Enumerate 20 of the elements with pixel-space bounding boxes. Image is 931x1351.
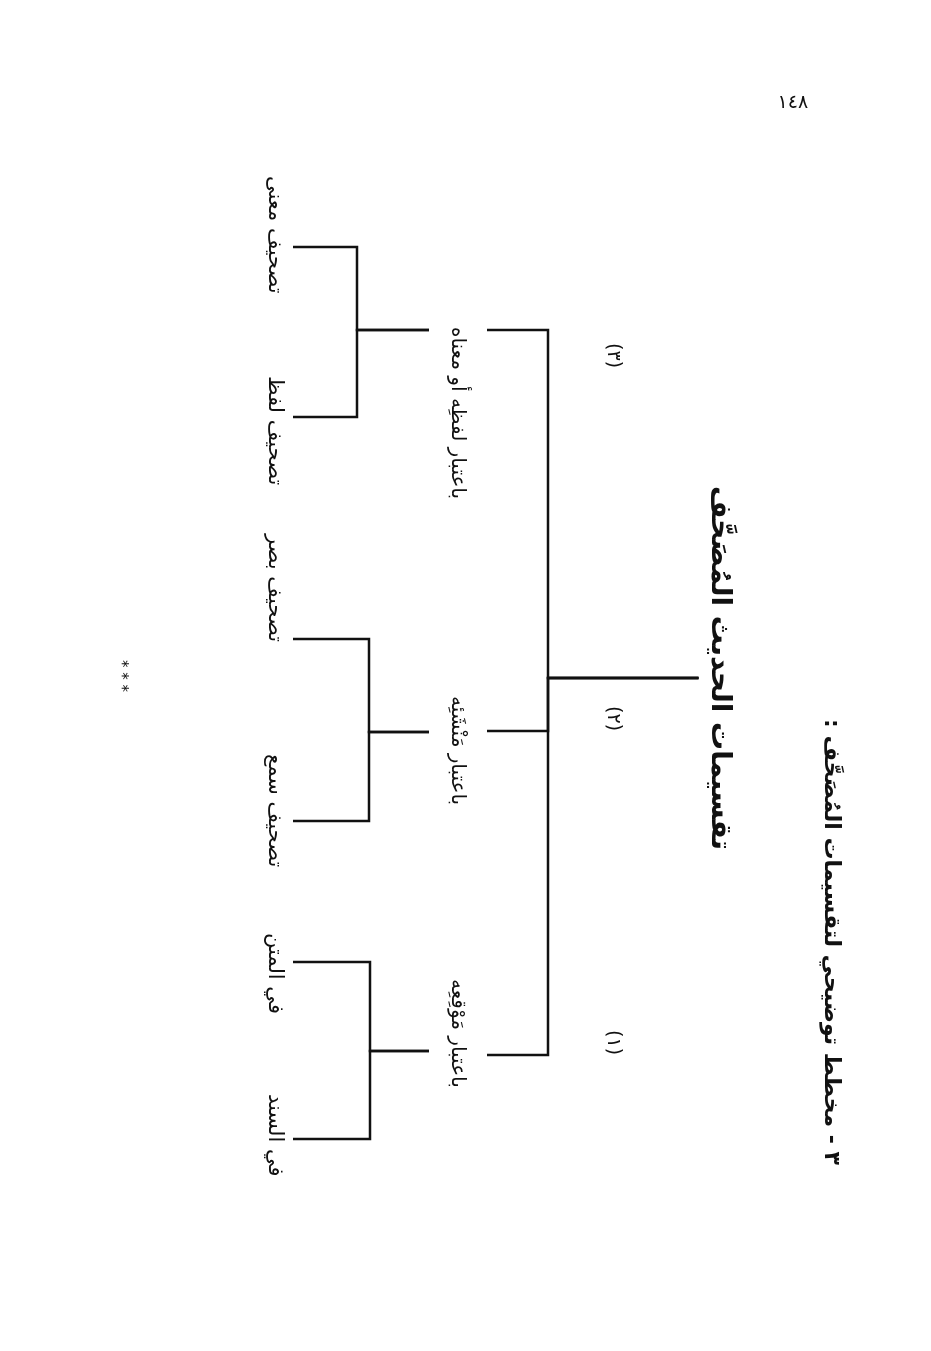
branch-number: (١) [604,1029,626,1055]
connector-line [293,245,429,332]
heading-text: تقسيمات الحديث المُصَحَّف [698,486,742,851]
asterisk-divider: * * * [113,660,131,693]
category-label: باعتبار مَوْقِعِه [429,978,487,1088]
subcategory-label: في المتن [261,932,293,1014]
page-number: ١٤٨ [777,90,809,112]
connector-line [293,960,429,1053]
subcategory-label: في السند [261,1093,293,1177]
subcategory-label: تصحيف معنى [261,176,293,294]
subcategory-label: تصحيف لفظ [261,375,293,485]
branch-number: (٣) [604,342,626,368]
connector-line [487,328,699,680]
subcategory-label: تصحيف سمع [261,753,293,867]
connector-line [293,637,429,734]
subcategory-label: تصحيف بصر [261,534,293,642]
diagram-title: ٣ - مخطط توضيحي لتقسيمات المُصَحَّف : [819,719,845,1166]
branch-number: (٢) [604,705,626,731]
category-label: باعتبار مَنْشَئِه [429,695,487,805]
category-label: باعتبار لفظِه أو معناه [429,327,487,499]
